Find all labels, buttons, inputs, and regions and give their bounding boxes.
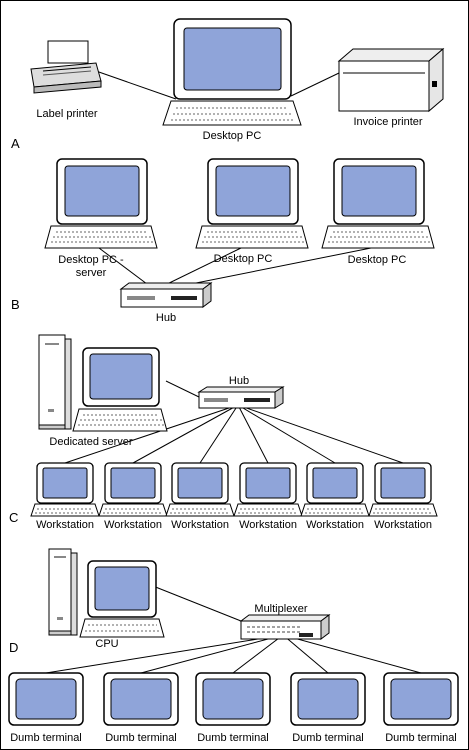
wire-hub-ws3: [199, 404, 239, 464]
label-printer-label: Label printer: [36, 108, 97, 120]
server-tower-icon: [38, 334, 72, 430]
hub-c-icon: [197, 386, 285, 409]
wire-mux-t1: [45, 634, 284, 674]
dumb-terminal-icon: [195, 672, 271, 726]
workstation-icon: [98, 462, 168, 517]
workstation-label: Workstation: [306, 519, 364, 531]
wire-hub-ws4: [237, 404, 269, 464]
pc3-label: Desktop PC: [348, 254, 407, 266]
pc-server-label-line2: server: [76, 267, 107, 279]
workstation-label: Workstation: [374, 519, 432, 531]
workstation-label: Workstation: [36, 519, 94, 531]
dumb-terminal-icon: [383, 672, 459, 726]
dedicated-server-label: Dedicated server: [49, 436, 132, 448]
workstation-label: Workstation: [239, 519, 297, 531]
desktop-pc-icon: [162, 18, 302, 126]
desktop-pc-label: Desktop PC: [203, 130, 262, 142]
wire-hub-ws5: [237, 404, 336, 464]
workstation-icon: [233, 462, 303, 517]
section-c-letter: C: [9, 510, 18, 525]
wire-server-hub-c: [165, 380, 200, 398]
dumb-terminal-icon: [290, 672, 366, 726]
wire-mux-t5: [282, 634, 422, 674]
dumb-terminal-label: Dumb terminal: [197, 732, 269, 744]
label-printer-icon: [30, 40, 102, 94]
invoice-printer-icon: [337, 47, 445, 113]
wire-hub-pc3: [175, 247, 372, 288]
multiplexer-icon: [239, 614, 331, 640]
wire-cpu-multiplexer: [152, 585, 242, 622]
dumb-terminal-group: Dumb terminal Dumb terminal Dumb terminal D…: [8, 672, 459, 744]
dumb-terminal-label: Dumb terminal: [292, 732, 364, 744]
wire-hub-ws2: [132, 404, 239, 464]
pc2-label: Desktop PC: [214, 253, 273, 265]
wire-hub-pc2: [160, 247, 242, 288]
workstation-group: Workstation Workstation Workstation Worksta…: [30, 462, 438, 531]
section-d-letter: D: [9, 640, 18, 655]
wire-mux-t4: [282, 634, 329, 674]
dumb-terminal-icon: [8, 672, 84, 726]
cpu-label: CPU: [95, 638, 118, 650]
pc-server-label-line1: Desktop PC -: [58, 254, 124, 266]
workstation-label: Workstation: [171, 519, 229, 531]
wire-pc-invoice-printer: [290, 72, 340, 97]
workstation-label: Workstation: [104, 519, 162, 531]
cpu-tower-icon: [48, 548, 78, 636]
dumb-terminal-icon: [103, 672, 179, 726]
section-a: Label printer Desktop PC Invoice printer…: [11, 18, 445, 151]
wire-hub-ws6: [237, 404, 404, 464]
dumb-terminal-label: Dumb terminal: [385, 732, 457, 744]
desktop-pc-3-icon: [321, 158, 435, 249]
section-b: Desktop PC - server Desktop PC Desktop P…: [11, 158, 435, 324]
dumb-terminal-label: Dumb terminal: [105, 732, 177, 744]
wire-mux-t2: [140, 634, 284, 674]
wire-label-printer-pc: [95, 70, 177, 100]
hub-c-label: Hub: [229, 375, 249, 387]
workstation-icon: [300, 462, 370, 517]
dumb-terminal-label: Dumb terminal: [10, 732, 82, 744]
hub-icon: [119, 282, 213, 308]
workstation-icon: [30, 462, 100, 517]
workstation-icon: [165, 462, 235, 517]
desktop-pc-2-icon: [195, 158, 309, 249]
workstation-icon: [368, 462, 438, 517]
section-b-letter: B: [11, 297, 20, 312]
section-a-letter: A: [11, 136, 20, 151]
desktop-pc-server-icon: [44, 158, 158, 249]
cpu-monitor-icon: [79, 560, 165, 638]
multiplexer-label: Multiplexer: [254, 603, 308, 615]
invoice-printer-label: Invoice printer: [353, 116, 422, 128]
hub-b-label: Hub: [156, 312, 176, 324]
wire-mux-t3: [232, 634, 284, 674]
wire-server-hub: [98, 247, 152, 288]
wire-hub-ws1: [64, 404, 239, 464]
dedicated-server-monitor-icon: [72, 347, 168, 432]
